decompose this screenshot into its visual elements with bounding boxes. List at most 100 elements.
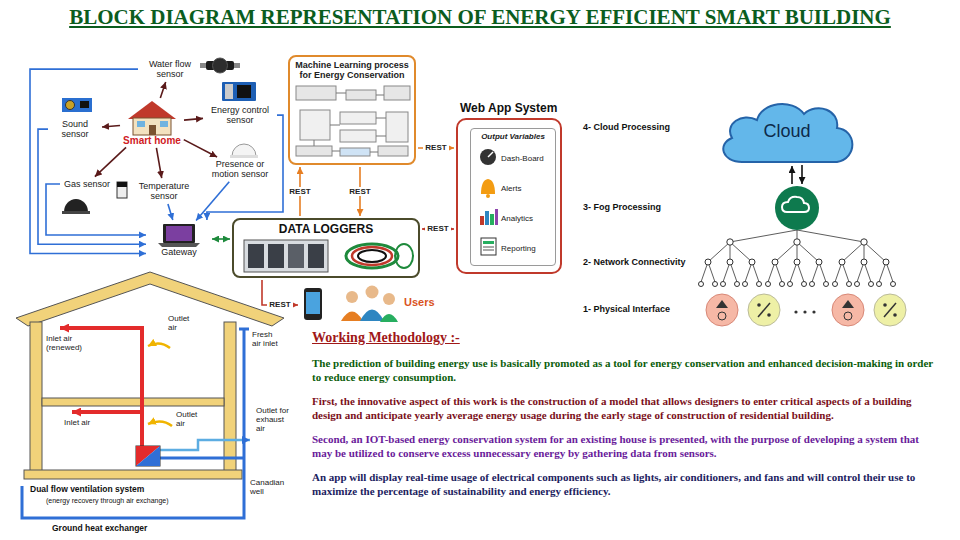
network-leaf bbox=[757, 282, 762, 287]
network-node bbox=[749, 259, 755, 265]
paragraph: An app will display real-time usage of e… bbox=[312, 470, 934, 498]
output-item: Reporting bbox=[477, 237, 551, 259]
connector bbox=[212, 238, 230, 240]
physical-device bbox=[874, 294, 906, 326]
user-head bbox=[383, 293, 395, 305]
report-lines bbox=[483, 247, 494, 250]
node-text: Sound sensor bbox=[50, 119, 100, 139]
gateway-node: Gateway bbox=[148, 222, 210, 259]
network-leaf bbox=[802, 282, 807, 287]
illustration-caption: Dual flow ventilation system bbox=[30, 484, 144, 494]
illustration-label: Outlet air bbox=[176, 410, 208, 428]
node-text: Reporting bbox=[501, 244, 536, 253]
network-leaf bbox=[721, 282, 726, 287]
house-wall bbox=[30, 322, 42, 474]
layer-label: 4- Cloud Processing bbox=[583, 122, 670, 132]
device-glyph bbox=[718, 312, 726, 320]
network-leaf bbox=[788, 282, 793, 287]
node-text: Analytics bbox=[501, 214, 533, 223]
diagram-title: BLOCK DIAGRAM REPRESENTATION OF ENERGY E… bbox=[69, 5, 891, 29]
illustration-label: Canadian well bbox=[250, 478, 296, 496]
cloud-fog-arrow bbox=[801, 165, 803, 184]
sensor-label: Gas sensor bbox=[62, 178, 112, 190]
house-body-icon bbox=[133, 118, 171, 135]
presence-sensor-base bbox=[230, 155, 258, 158]
connector bbox=[30, 69, 146, 253]
user-body bbox=[360, 310, 384, 322]
node-text: Temperature sensor bbox=[132, 181, 196, 201]
user-head bbox=[366, 286, 379, 299]
network-leaf bbox=[713, 282, 718, 287]
energy-sensor-chip bbox=[237, 85, 251, 98]
analytics-bar bbox=[485, 211, 489, 225]
sound-sensor-mic bbox=[66, 101, 75, 110]
network-leaf bbox=[735, 282, 740, 287]
heat-exchanger-cold bbox=[136, 446, 160, 466]
node-text: Alerts bbox=[501, 184, 521, 193]
smart-home-node: Smart home bbox=[122, 100, 182, 146]
laptop-base bbox=[158, 243, 200, 247]
current-coil bbox=[346, 244, 398, 268]
connector bbox=[38, 129, 146, 244]
current-coil bbox=[395, 244, 413, 268]
network-leaf bbox=[824, 282, 829, 287]
layer-label: 3- Fog Processing bbox=[583, 202, 661, 212]
fog-node bbox=[775, 186, 819, 230]
ml-chart-box bbox=[296, 86, 336, 100]
presence-sensor-dome bbox=[232, 144, 256, 156]
illustration-label: Inlet air (renewed) bbox=[46, 334, 100, 352]
sound-sensor-board bbox=[62, 98, 92, 112]
laptop-screen bbox=[163, 224, 195, 243]
house-wall bbox=[224, 322, 236, 474]
heat-exchanger-hot bbox=[136, 446, 160, 466]
alert-bell-clapper bbox=[486, 194, 490, 198]
connector bbox=[184, 140, 217, 157]
logger-module bbox=[288, 244, 304, 268]
network-node bbox=[861, 259, 867, 265]
user-body bbox=[380, 314, 398, 322]
connector bbox=[196, 182, 229, 221]
illustration-label: Fresh air inlet bbox=[252, 330, 278, 348]
network-leaf bbox=[855, 282, 860, 287]
logger-module bbox=[248, 244, 264, 268]
ellipsis-dot bbox=[812, 310, 815, 313]
physical-device bbox=[832, 294, 864, 326]
device-glyph bbox=[884, 303, 896, 317]
logger-device bbox=[244, 240, 328, 272]
house-window-icon bbox=[137, 121, 145, 127]
connector-label: REST bbox=[287, 187, 312, 197]
phone-icon bbox=[304, 288, 322, 320]
alert-bell-icon bbox=[481, 179, 495, 194]
connector-label: REST bbox=[425, 224, 450, 234]
physical-device bbox=[748, 294, 780, 326]
paragraph: The prediction of building energy use is… bbox=[312, 356, 934, 384]
connector bbox=[102, 126, 120, 127]
node-text: Water flow sensor bbox=[140, 59, 200, 79]
connector bbox=[168, 204, 173, 220]
connector bbox=[95, 147, 126, 176]
house-door-icon bbox=[149, 125, 156, 135]
node-text: DATA LOGGERS bbox=[234, 222, 418, 236]
connector-label: REST bbox=[347, 187, 372, 197]
illustration-caption: (energy recovery through air exchange) bbox=[46, 497, 169, 504]
node-text: Web App System bbox=[460, 101, 562, 115]
node-text: Dash-Board bbox=[501, 154, 544, 163]
analytics-bar bbox=[490, 214, 494, 225]
connector-label: REST bbox=[423, 143, 448, 153]
device-glyph bbox=[767, 313, 771, 317]
ml-chart-box bbox=[386, 112, 408, 142]
heat-exchanger bbox=[136, 446, 160, 466]
node-text: Presence or motion sensor bbox=[205, 159, 275, 179]
pipe-stub bbox=[200, 63, 206, 68]
cloud-outline bbox=[723, 104, 852, 162]
outlet-air-arrow bbox=[148, 343, 170, 348]
analytics-bar bbox=[480, 216, 484, 225]
device-glyph bbox=[757, 303, 761, 307]
users-node: Users bbox=[300, 286, 440, 322]
connector bbox=[160, 82, 165, 98]
node-text: Machine Learning process for Energy Cons… bbox=[294, 60, 410, 81]
node-text: Gateway bbox=[148, 247, 210, 257]
ml-chart-box bbox=[340, 148, 370, 156]
laptop-display bbox=[166, 226, 192, 241]
user-body bbox=[341, 312, 363, 322]
